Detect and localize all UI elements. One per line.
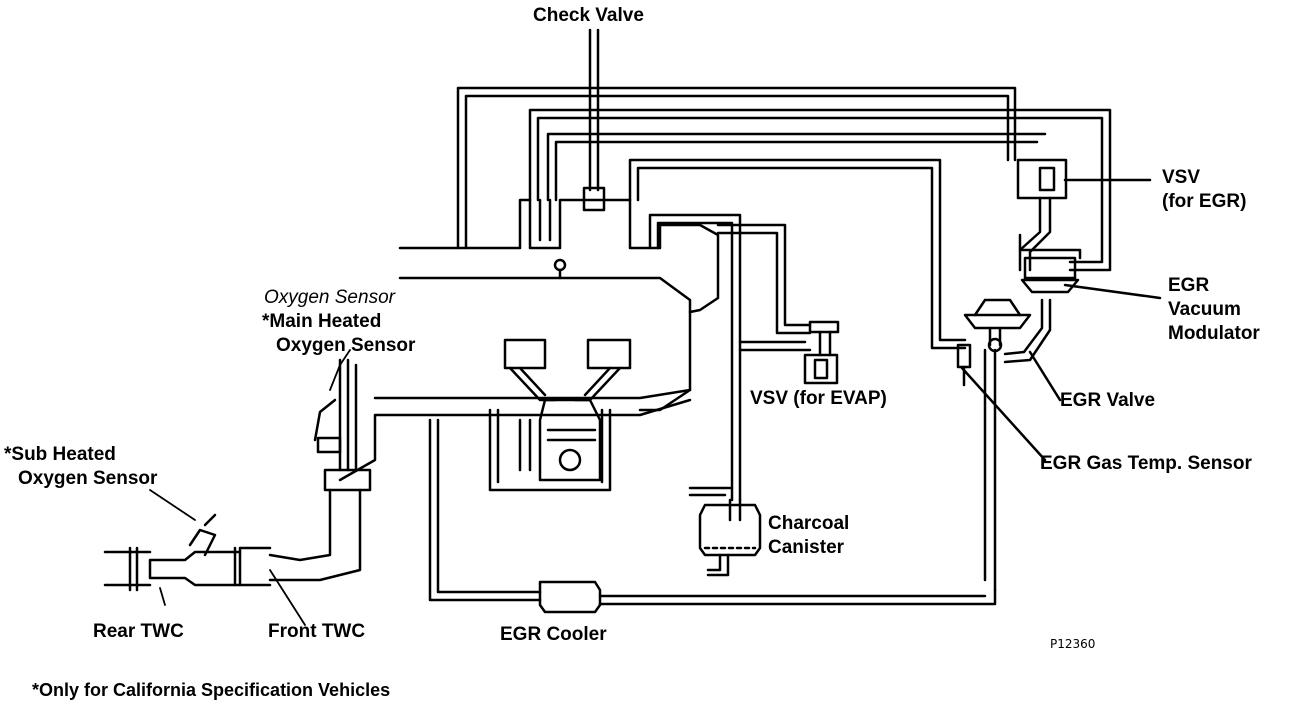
vacuum-hoses — [456, 28, 1112, 502]
egr-vacuum-modulator-label: EGR Vacuum Modulator — [1168, 274, 1260, 346]
egr-vacuum-modulator — [1020, 256, 1162, 300]
sub-heated-oxygen-sensor-label: *Sub Heated Oxygen Sensor — [4, 443, 157, 491]
vsv-egr-label-line2: (for EGR) — [1162, 191, 1247, 212]
vsv-evap — [803, 320, 840, 385]
sub-heated-line1: *Sub Heated — [4, 444, 116, 465]
main-heated-line2: Oxygen Sensor — [276, 335, 416, 356]
oxygen-sensor-label: Oxygen Sensor — [264, 287, 395, 308]
vsv-egr-label-line1: VSV — [1162, 167, 1201, 188]
charcoal-canister-label: Charcoal Canister — [768, 512, 849, 560]
check-valve-label: Check Valve — [533, 5, 644, 26]
main-heated-oxygen-sensor-label: *Main Heated Oxygen Sensor — [262, 310, 415, 358]
egr-modulator-line2: Vacuum — [1168, 299, 1241, 320]
egr-cooler-label: EGR Cooler — [500, 624, 607, 645]
footnote: *Only for California Specification Vehic… — [32, 680, 391, 700]
charcoal-line2: Canister — [768, 537, 845, 558]
charcoal-canister — [688, 486, 762, 577]
vsv-egr-label: VSV (for EGR) — [1162, 166, 1246, 214]
rear-twc-label: Rear TWC — [93, 621, 184, 642]
pointer-lines — [149, 349, 351, 626]
egr-gas-temp-sensor-label: EGR Gas Temp. Sensor — [1040, 453, 1252, 474]
front-twc-label: Front TWC — [268, 621, 366, 642]
main-heated-line1: *Main Heated — [262, 311, 382, 332]
charcoal-line1: Charcoal — [768, 513, 850, 534]
engine-block — [488, 338, 632, 492]
egr-valve — [963, 298, 1062, 592]
sub-heated-line2: Oxygen Sensor — [18, 468, 158, 489]
vsv-egr — [1016, 158, 1152, 272]
egr-gas-temp-sensor — [956, 343, 1047, 462]
egr-modulator-line3: Modulator — [1168, 323, 1260, 344]
vsv-evap-label: VSV (for EVAP) — [750, 388, 887, 409]
figure-code: P12360 — [1050, 637, 1096, 651]
egr-modulator-line1: EGR — [1168, 275, 1210, 296]
egr-cooler-loop — [428, 418, 997, 614]
exhaust-system — [103, 358, 692, 592]
intake-manifold — [398, 198, 720, 412]
egr-valve-label: EGR Valve — [1060, 390, 1156, 411]
